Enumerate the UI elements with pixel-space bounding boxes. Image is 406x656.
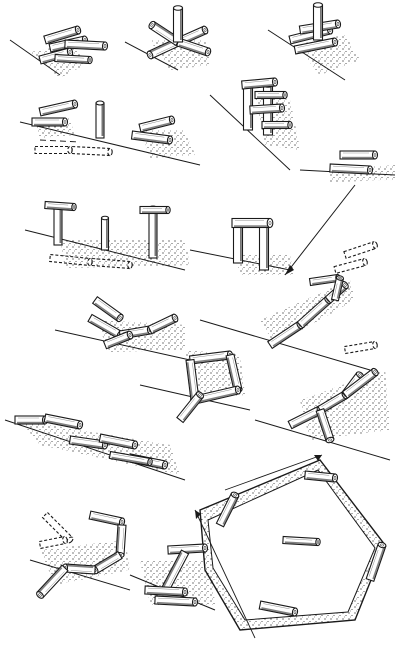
t-posts xyxy=(24,200,190,271)
log xyxy=(43,25,82,45)
dimension-line xyxy=(194,509,256,639)
log xyxy=(139,205,171,215)
log xyxy=(61,563,96,575)
log xyxy=(88,510,126,527)
log xyxy=(98,433,139,450)
log xyxy=(130,130,174,145)
ghost-log xyxy=(343,240,378,260)
ground-shadow xyxy=(60,240,190,268)
log xyxy=(215,491,240,528)
hexagon-platform xyxy=(194,454,387,639)
cross-star xyxy=(124,5,212,71)
log xyxy=(231,217,274,229)
log xyxy=(341,367,379,399)
log xyxy=(144,585,189,597)
ghost-log xyxy=(343,340,378,355)
log xyxy=(261,120,293,130)
ghost-log xyxy=(333,257,368,275)
log xyxy=(44,200,77,212)
pairs-with-post xyxy=(19,99,201,166)
ghost-log xyxy=(34,145,73,155)
upright-post xyxy=(312,2,324,41)
upright-post xyxy=(232,222,244,264)
log xyxy=(154,595,199,607)
log xyxy=(91,295,124,323)
log xyxy=(147,313,179,335)
log xyxy=(138,115,176,133)
log xyxy=(254,90,288,100)
h-shape xyxy=(54,295,191,361)
log xyxy=(167,543,209,555)
log xyxy=(329,163,374,175)
dimension-line xyxy=(224,454,323,491)
y-shape xyxy=(254,340,391,461)
log xyxy=(293,37,339,55)
log xyxy=(54,53,93,65)
square-loop xyxy=(139,350,251,424)
ground-line xyxy=(199,319,371,371)
ground-shadow xyxy=(35,118,195,158)
s-curve xyxy=(29,510,131,599)
ghost-log xyxy=(38,535,68,550)
lone-logs xyxy=(299,150,396,182)
log xyxy=(315,408,335,444)
ghost-log xyxy=(91,257,133,270)
log-frame-tower xyxy=(209,77,300,171)
log xyxy=(176,391,205,424)
log xyxy=(14,415,49,425)
log xyxy=(258,600,299,617)
log-cabin-cluster xyxy=(267,2,360,81)
ghost-log xyxy=(71,145,113,157)
log xyxy=(64,39,109,51)
arrow-run xyxy=(199,240,378,371)
arch-gate xyxy=(189,184,356,276)
log xyxy=(193,385,242,405)
upright-post xyxy=(100,215,110,251)
log xyxy=(365,541,387,582)
log xyxy=(249,103,286,115)
z-shape xyxy=(129,543,216,611)
connector-line xyxy=(284,184,356,276)
upright-post xyxy=(172,5,184,43)
ground-line xyxy=(254,419,391,461)
guide-line xyxy=(39,139,81,143)
log xyxy=(38,99,79,117)
ground-line xyxy=(209,94,291,171)
log xyxy=(102,330,134,350)
log xyxy=(108,450,153,467)
log xyxy=(115,524,127,559)
platform-inner xyxy=(207,469,376,621)
arrow-head-icon xyxy=(285,265,294,275)
log xyxy=(282,535,321,547)
log xyxy=(339,150,379,160)
log xyxy=(303,470,339,483)
log xyxy=(146,37,181,60)
log xyxy=(31,117,69,127)
upright-post xyxy=(95,100,105,139)
upright-post xyxy=(258,222,270,271)
stacked-logs-pile xyxy=(9,25,109,78)
log xyxy=(330,275,345,302)
zigzag-line xyxy=(4,413,186,481)
log xyxy=(36,564,69,599)
log xyxy=(43,413,84,430)
ghost-log xyxy=(41,511,74,544)
ground-shadow xyxy=(300,370,390,440)
